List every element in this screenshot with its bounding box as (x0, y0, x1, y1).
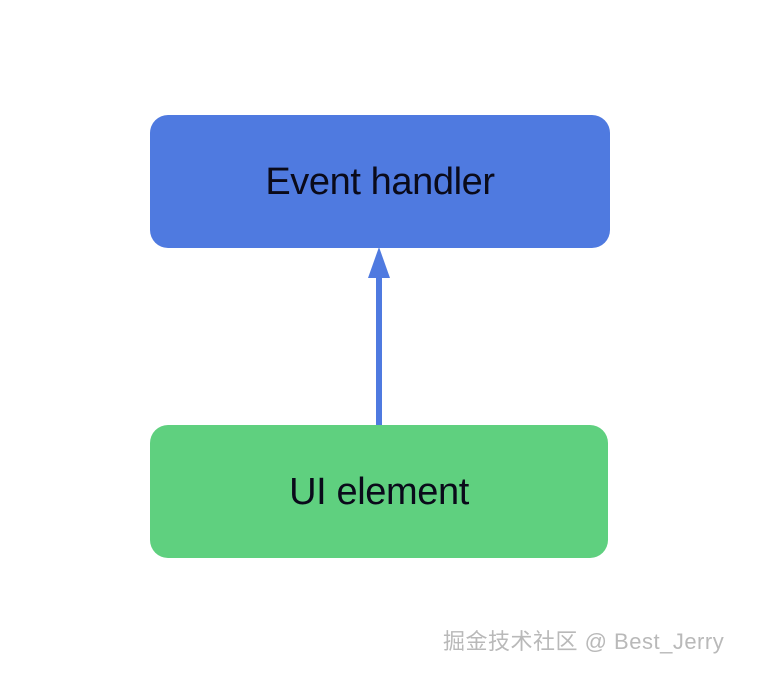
edge-ui-element-to-event-handler (368, 247, 390, 440)
node-ui-element[interactable]: UI element (150, 425, 608, 558)
node-event-handler[interactable]: Event handler (150, 115, 610, 248)
node-event-handler-label: Event handler (265, 160, 495, 203)
watermark-text: 掘金技术社区 @ Best_Jerry (443, 629, 725, 654)
node-ui-element-label: UI element (289, 470, 469, 513)
edge-arrowhead-icon (368, 247, 390, 278)
